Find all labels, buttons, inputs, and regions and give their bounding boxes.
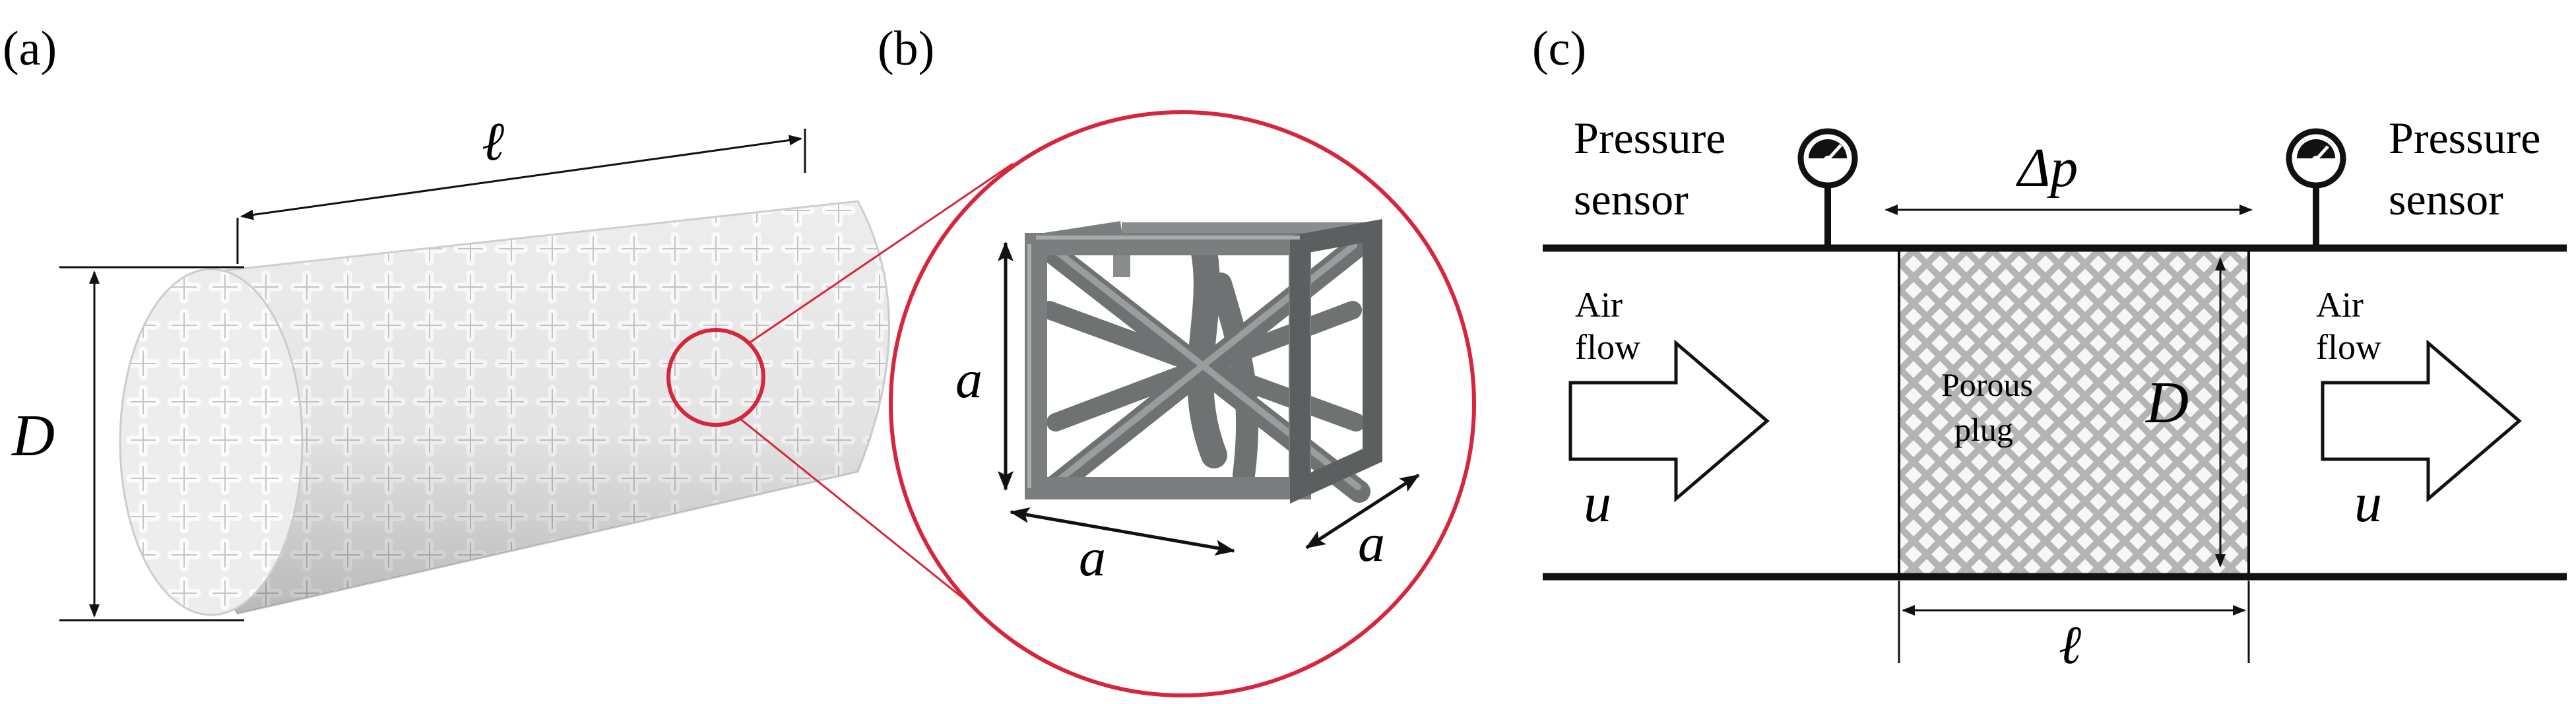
left-sensor-label-line1: Pressure bbox=[1574, 113, 1725, 163]
length-dimension-a bbox=[236, 129, 806, 264]
panel-a: (a) ℓ D bbox=[3, 22, 890, 622]
left-pressure-gauge-icon bbox=[1797, 128, 1858, 248]
left-sensor-label-line2: sensor bbox=[1574, 174, 1689, 224]
right-sensor-label-line2: sensor bbox=[2389, 174, 2503, 224]
length-symbol-c: ℓ bbox=[2059, 615, 2081, 675]
plug-label-line2: plug bbox=[1954, 411, 2013, 448]
plug-label-line1: Porous bbox=[1941, 366, 2033, 403]
diameter-symbol-c: D bbox=[2144, 370, 2189, 435]
panel-a-label: (a) bbox=[3, 22, 57, 76]
right-sensor-label-line1: Pressure bbox=[2389, 113, 2540, 163]
inlet-flow-arrow-icon bbox=[1568, 339, 1770, 503]
cell-dimensions bbox=[998, 241, 1420, 556]
panel-b-label: (b) bbox=[878, 22, 934, 76]
panel-c-label: (c) bbox=[1532, 22, 1586, 76]
porous-plug bbox=[1898, 247, 2250, 578]
inlet-flow-label-line2: flow bbox=[1575, 327, 1640, 367]
zoom-region-circle bbox=[666, 328, 765, 427]
diameter-symbol-a: D bbox=[11, 403, 55, 468]
length-symbol-a: ℓ bbox=[482, 112, 504, 172]
pressure-drop-symbol: Δp bbox=[2016, 137, 2078, 199]
cell-size-symbol-vertical: a bbox=[955, 349, 982, 409]
zoom-connector-top bbox=[748, 162, 1014, 344]
inlet-velocity-symbol: u bbox=[1584, 472, 1611, 534]
outlet-velocity-symbol: u bbox=[2354, 472, 2382, 534]
outlet-flow-arrow-icon bbox=[2321, 339, 2522, 503]
cell-size-symbol-depth: a bbox=[1358, 513, 1385, 573]
inlet-flow-label-line1: Air bbox=[1575, 285, 1623, 325]
right-pressure-gauge-icon bbox=[2286, 128, 2346, 248]
cylinder-end-face bbox=[119, 268, 304, 616]
outlet-flow-label-line2: flow bbox=[2316, 327, 2381, 367]
lattice-cylinder bbox=[119, 200, 890, 616]
panel-b: (b) bbox=[740, 22, 1476, 697]
panel-c: (c) Pressure sensor Pressure sensor bbox=[1532, 22, 2567, 675]
diameter-dimension-a bbox=[59, 266, 244, 622]
outlet-flow-label-line1: Air bbox=[2316, 285, 2364, 325]
length-dimension-c bbox=[1898, 581, 2250, 663]
cell-size-symbol-horizontal: a bbox=[1079, 527, 1106, 587]
